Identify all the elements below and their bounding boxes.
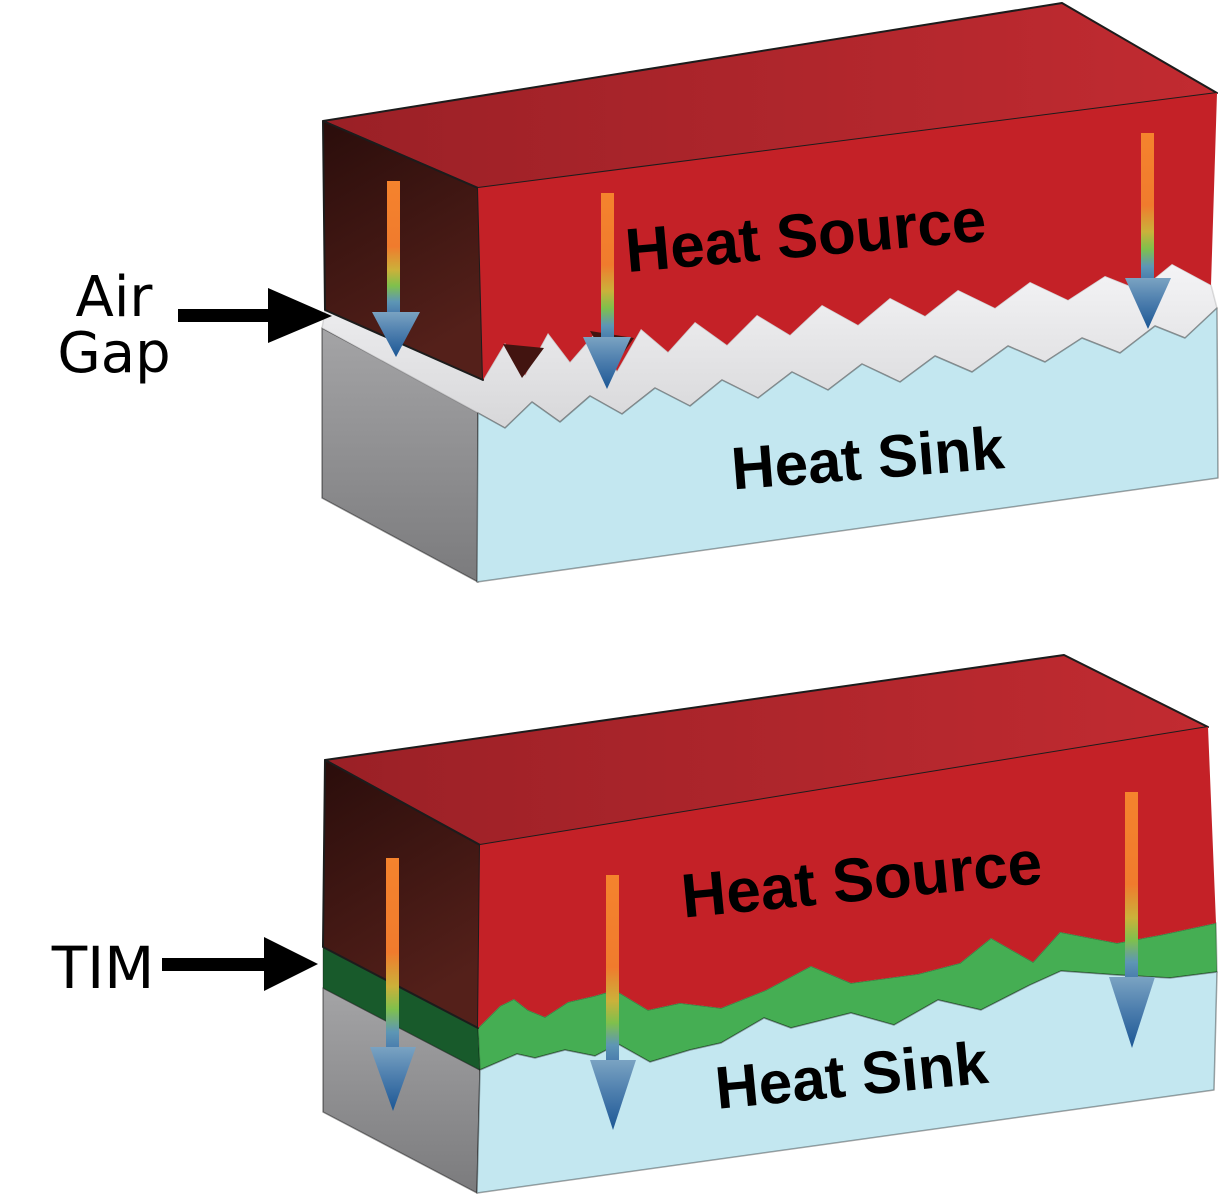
tim-callout: TIM xyxy=(51,934,318,1002)
heat-sink-front-face xyxy=(476,307,1219,583)
figure-tim: Heat Source Heat Sink TIM xyxy=(51,654,1218,1194)
heat-flow-arrow xyxy=(1125,133,1171,329)
air-gap-callout-line1: Air xyxy=(76,265,154,330)
heat-source-front-face xyxy=(478,727,1216,1028)
air-gap-callout-arrow xyxy=(178,288,332,343)
heat-flow-arrow xyxy=(370,858,416,1111)
heat-source-front-face xyxy=(478,93,1217,380)
tim-callout-arrow xyxy=(162,937,318,991)
tim-callout-label: TIM xyxy=(51,934,155,1002)
heat-flow-arrow xyxy=(372,181,420,357)
air-gap-callout: Air Gap xyxy=(57,265,332,386)
figure-air-gap: Heat Source Heat Sink Air Gap xyxy=(57,2,1219,583)
heat-flow-arrow xyxy=(590,875,636,1130)
heat-flow-arrow xyxy=(1109,792,1155,1048)
heat-flow-arrow xyxy=(583,193,631,389)
air-gap-callout-line2: Gap xyxy=(57,321,170,386)
gap-shadow-wedge xyxy=(503,344,544,378)
heat-sink-front-face xyxy=(476,970,1218,1194)
